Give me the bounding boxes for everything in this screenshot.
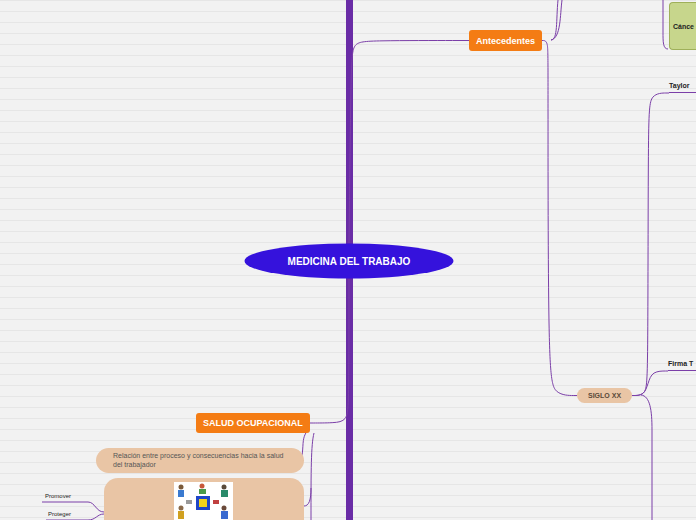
node-label: Taylor	[669, 82, 690, 89]
branch-label: Proteger	[48, 511, 71, 517]
sub-topic: Cánce	[669, 2, 696, 50]
node-label: Firma T	[668, 360, 693, 367]
branch-connector	[310, 279, 349, 423]
sub-topic: Firma T	[668, 359, 696, 371]
branch-line	[663, 0, 668, 49]
sub-topic: SIGLO XX	[577, 388, 632, 403]
node-label: Relación entre proceso y consecuencias h…	[113, 452, 292, 468]
leader-line	[42, 502, 104, 512]
illustration	[174, 482, 233, 520]
branch-lines	[42, 0, 668, 520]
node-label: Antecedentes	[476, 36, 535, 46]
branch-connector	[632, 371, 668, 396]
node-label: SIGLO XX	[588, 392, 621, 399]
main-topic: Antecedentes	[469, 30, 542, 51]
branch-line	[551, 0, 562, 40]
ellipse-shape	[245, 244, 454, 279]
sub-topic: Taylor	[669, 81, 696, 93]
node-label: Cánce	[673, 23, 694, 30]
branch-connector	[349, 41, 469, 244]
main-topic: SALUD OCUPACIONAL	[196, 413, 310, 433]
branch-connector	[542, 41, 577, 396]
branch-line	[641, 395, 652, 520]
node-label: MEDICINA DEL TRABAJO	[288, 256, 411, 267]
central-topic: MEDICINA DEL TRABAJO	[244, 243, 454, 279]
sub-topic: Relación entre proceso y consecuencias h…	[96, 448, 304, 473]
node-label: SALUD OCUPACIONAL	[203, 418, 303, 428]
branch-label: Promover	[45, 493, 71, 499]
branch-connector	[632, 93, 669, 396]
branch-line	[311, 433, 314, 520]
branch-line	[304, 488, 311, 506]
image-box	[104, 478, 304, 520]
